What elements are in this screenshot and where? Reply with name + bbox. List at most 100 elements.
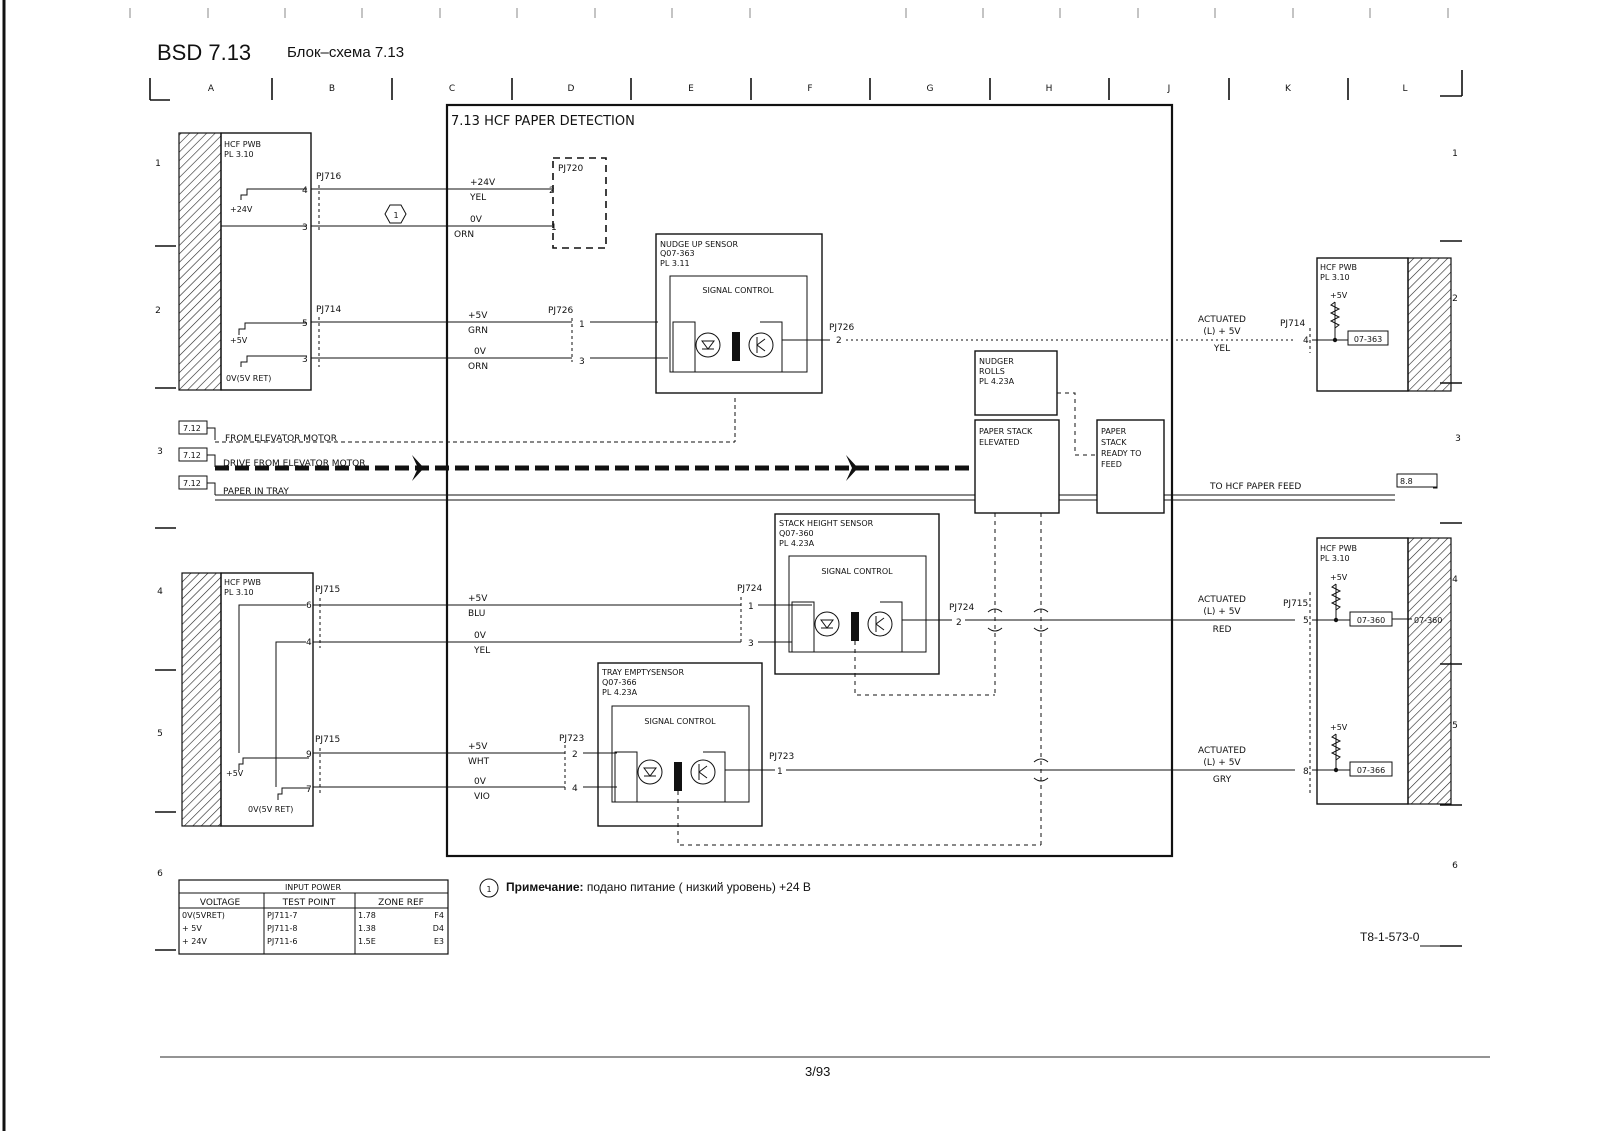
input-power-table: INPUT POWER VOLTAGE TEST POINT ZONE REF …	[178, 879, 449, 955]
svg-text:TEST POINT: TEST POINT	[282, 898, 336, 908]
left-top-pwb: HCF PWB PL 3.10 +24V +5V 0V(5V RET)	[178, 132, 312, 391]
pj720-connector	[552, 157, 607, 249]
svg-text:ZONE REF: ZONE REF	[378, 898, 424, 908]
drive-elevator-motor-label: DRIVE FROM ELEVATOR MOTOR	[223, 459, 366, 469]
to-hcf-paper-feed-label: TO HCF PAPER FEED	[1209, 482, 1301, 492]
svg-text:PJ724: PJ724	[949, 603, 975, 613]
svg-text:PL 3.10: PL 3.10	[1320, 273, 1350, 282]
svg-text:+5V: +5V	[1330, 573, 1348, 582]
svg-text:HCF PWB: HCF PWB	[1320, 544, 1357, 553]
signal-ref-tags: 7.12 7.12 7.12	[178, 420, 208, 490]
svg-text:D4: D4	[433, 924, 444, 933]
svg-text:PJ715: PJ715	[315, 585, 340, 595]
right-bottom-pwb: HCF PWB PL 3.10 +5V 07-360 07-360 +5V 07…	[1316, 537, 1452, 805]
row-label: 6	[157, 869, 163, 879]
svg-text:GRN: GRN	[468, 326, 488, 336]
row-label: 1	[155, 159, 161, 169]
footnote-label: Примечание:	[506, 880, 584, 894]
svg-text:4: 4	[306, 638, 312, 648]
paper-stack-ready-block: PAPER STACK READY TO FEED	[1096, 419, 1165, 514]
svg-text:2: 2	[572, 750, 578, 760]
svg-text:Q07-366: Q07-366	[602, 678, 637, 687]
hcf-paper-detection-block	[445, 103, 1174, 858]
svg-text:+5V: +5V	[468, 742, 488, 752]
svg-text:PJ720: PJ720	[558, 164, 584, 174]
svg-text:RED: RED	[1213, 625, 1232, 635]
svg-text:PAPER: PAPER	[1101, 427, 1127, 436]
svg-text:7: 7	[306, 785, 312, 795]
document-id: T8-1-573-0	[1360, 930, 1420, 944]
svg-text:0V: 0V	[474, 777, 487, 787]
svg-text:WHT: WHT	[468, 757, 490, 767]
svg-text:ROLLS: ROLLS	[979, 367, 1005, 376]
stack-height-sensor: STACK HEIGHT SENSOR Q07-360 PL 4.23A SIG…	[774, 513, 940, 675]
svg-text:NUDGE UP SENSOR: NUDGE UP SENSOR	[660, 240, 739, 249]
svg-text:3: 3	[302, 355, 308, 365]
svg-text:PJ724: PJ724	[737, 584, 763, 594]
svg-text:+5V: +5V	[468, 594, 488, 604]
svg-text:FEED: FEED	[1101, 460, 1122, 469]
svg-text:PAPER STACK: PAPER STACK	[979, 427, 1033, 436]
svg-text:0V: 0V	[474, 631, 487, 641]
svg-text:5: 5	[302, 319, 308, 329]
svg-text:1: 1	[579, 320, 585, 330]
svg-text:07-360: 07-360	[1414, 616, 1442, 625]
row-label: 1	[1452, 149, 1458, 159]
svg-text:PL 4.23A: PL 4.23A	[979, 377, 1015, 386]
svg-text:PJ726: PJ726	[829, 323, 855, 333]
svg-text:+5V: +5V	[1330, 291, 1348, 300]
svg-text:STACK: STACK	[1101, 438, 1127, 447]
svg-text:HCF PWB: HCF PWB	[1320, 263, 1357, 272]
footnote-body: подано питание ( низкий уровень) +24 В	[583, 880, 811, 894]
svg-text:1.5E: 1.5E	[358, 937, 376, 946]
row-label: 3	[1455, 434, 1461, 444]
svg-text:+5V: +5V	[230, 336, 248, 345]
svg-text:PJ723: PJ723	[769, 752, 794, 762]
svg-text:0V(5V RET): 0V(5V RET)	[248, 805, 293, 814]
svg-text:0V: 0V	[470, 215, 483, 225]
svg-text:PJ711-8: PJ711-8	[267, 924, 297, 933]
svg-text:PJ726: PJ726	[548, 306, 574, 316]
svg-text:1: 1	[748, 602, 754, 612]
svg-text:+ 5V: + 5V	[182, 924, 202, 933]
svg-text:+5V: +5V	[1330, 723, 1348, 732]
row-label: 2	[155, 306, 161, 316]
svg-text:1: 1	[551, 223, 557, 233]
svg-text:YEL: YEL	[469, 193, 486, 203]
svg-text:TRAY EMPTYSENSOR: TRAY EMPTYSENSOR	[601, 668, 684, 677]
paper-stack-elevated-block: PAPER STACK ELEVATED	[974, 419, 1060, 514]
column-label: L	[1402, 84, 1407, 94]
svg-text:NUDGER: NUDGER	[979, 357, 1014, 366]
svg-text:ACTUATED: ACTUATED	[1198, 315, 1246, 325]
svg-text:PL 3.10: PL 3.10	[224, 150, 254, 159]
column-label: H	[1046, 84, 1053, 94]
svg-text:SIGNAL CONTROL: SIGNAL CONTROL	[644, 717, 716, 726]
svg-text:0V: 0V	[474, 347, 487, 357]
svg-text:3: 3	[748, 639, 754, 649]
svg-text:(L) + 5V: (L) + 5V	[1203, 758, 1241, 768]
svg-text:E3: E3	[434, 937, 444, 946]
svg-text:SIGNAL CONTROL: SIGNAL CONTROL	[702, 286, 774, 295]
footnote-marker: 1	[479, 878, 499, 898]
row-label: 6	[1452, 861, 1458, 871]
svg-text:VOLTAGE: VOLTAGE	[200, 898, 241, 908]
svg-text:7.12: 7.12	[183, 479, 201, 488]
column-label: D	[568, 84, 575, 94]
svg-text:2: 2	[549, 186, 555, 196]
tray-empty-sensor: TRAY EMPTYSENSOR Q07-366 PL 4.23A SIGNAL…	[597, 662, 763, 827]
svg-text:+5V: +5V	[226, 769, 244, 778]
svg-text:+ 24V: + 24V	[182, 937, 207, 946]
svg-text:HCF PWB: HCF PWB	[224, 140, 261, 149]
from-elevator-motor-label: FROM ELEVATOR MOTOR	[225, 434, 337, 444]
svg-text:HCF PWB: HCF PWB	[224, 578, 261, 587]
block-title: 7.13 HCF PAPER DETECTION	[451, 114, 635, 129]
column-label: F	[807, 84, 812, 94]
svg-text:8: 8	[1303, 767, 1309, 777]
svg-text:(L) + 5V: (L) + 5V	[1203, 607, 1241, 617]
svg-text:PL 4.23A: PL 4.23A	[602, 688, 638, 697]
svg-text:PL 3.11: PL 3.11	[660, 259, 690, 268]
svg-text:READY TO: READY TO	[1101, 449, 1141, 458]
column-label: E	[688, 84, 694, 94]
row-label: 3	[157, 447, 163, 457]
